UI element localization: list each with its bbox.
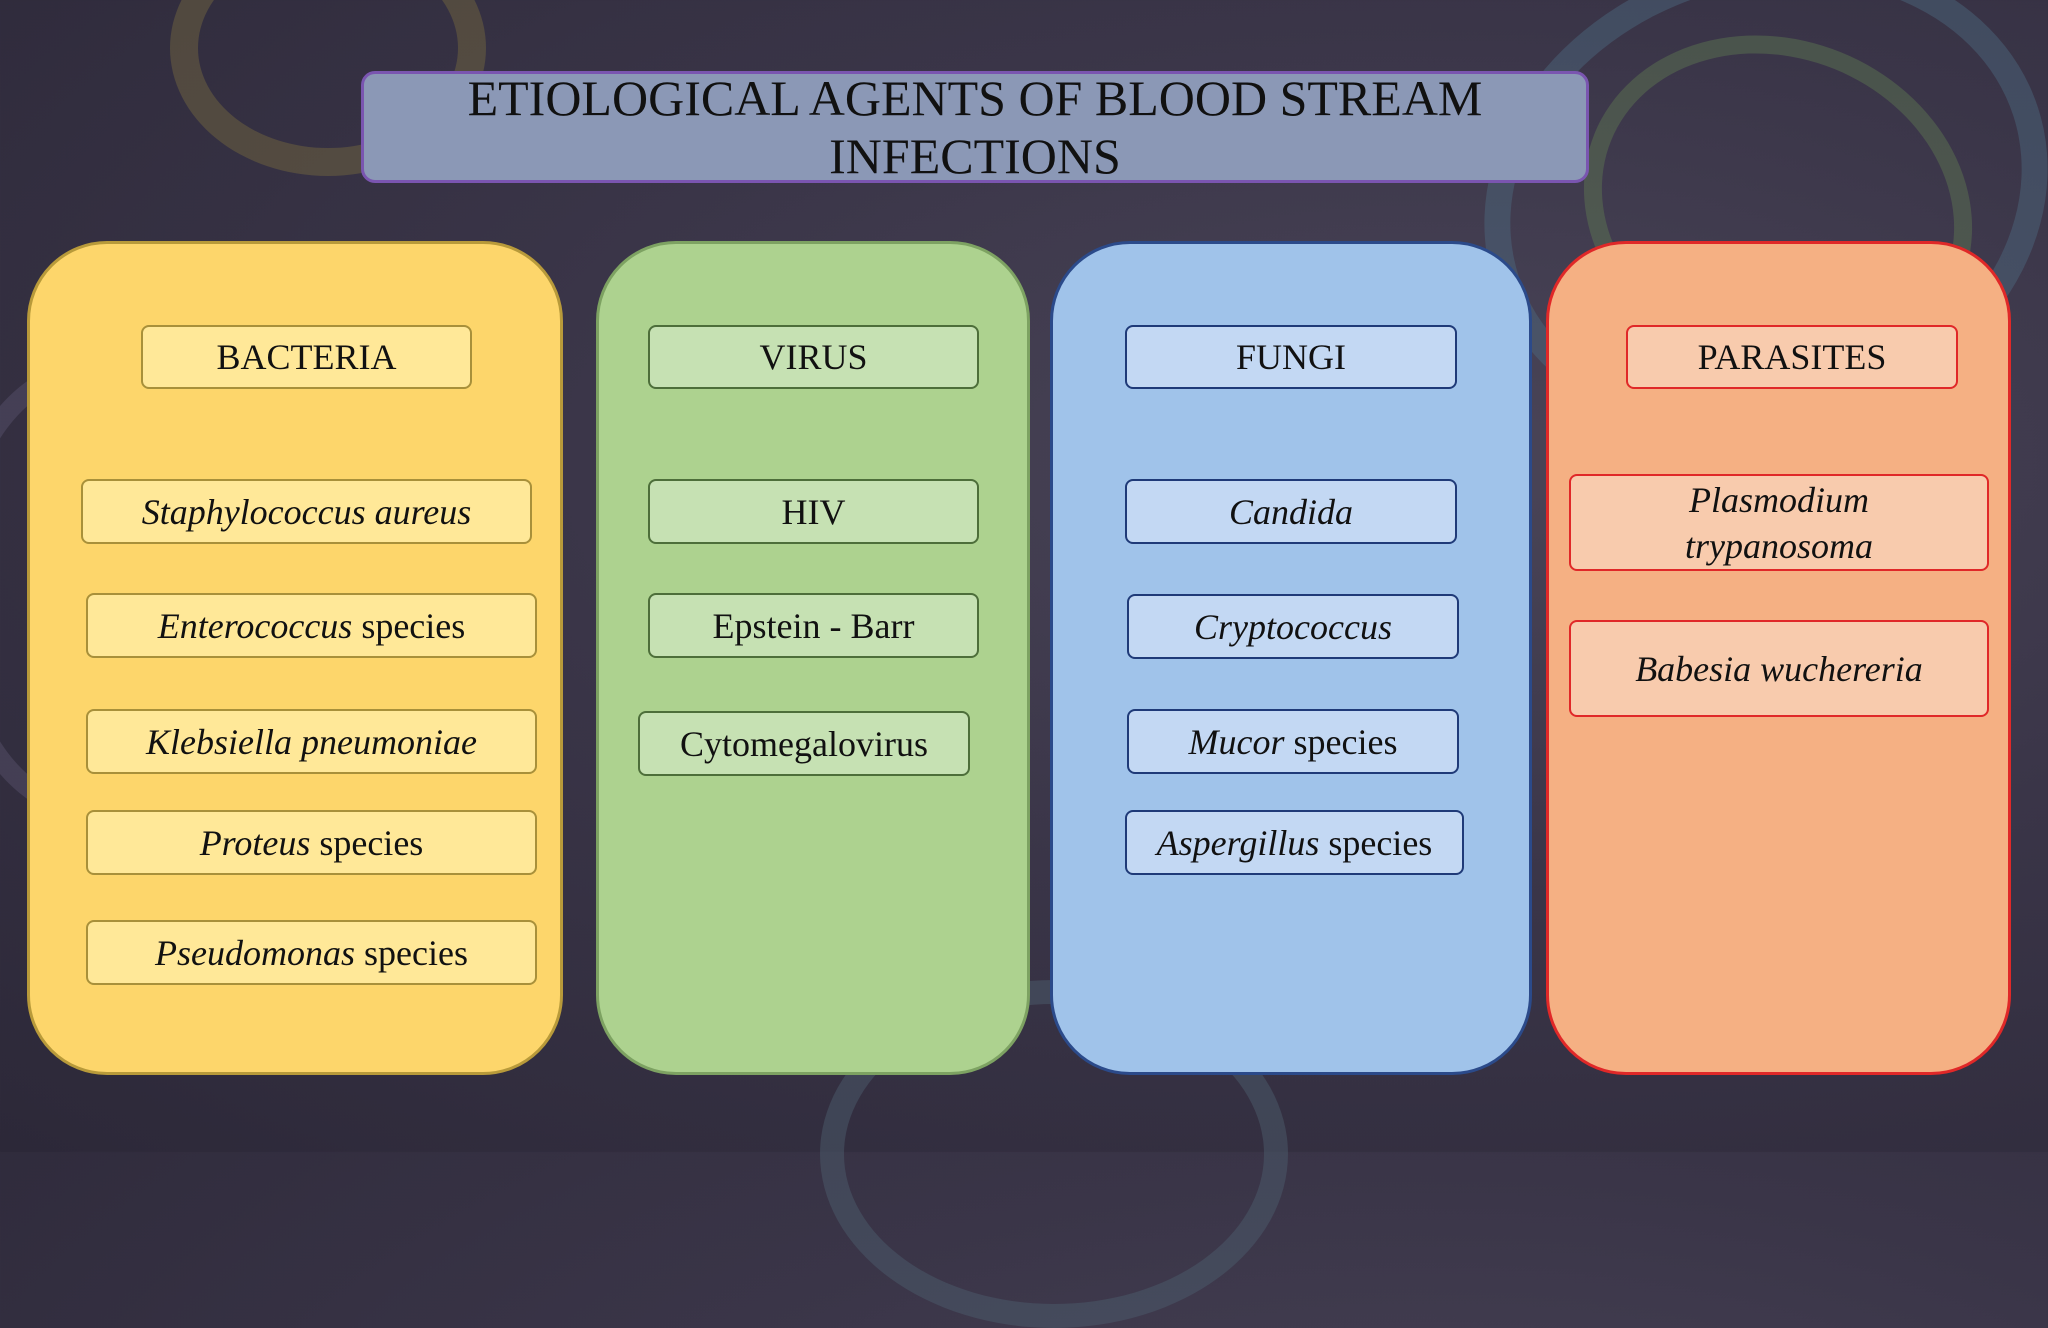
parasites-item: Babesia wuchereria xyxy=(1569,620,1989,717)
bacteria-item: Enterococcus species xyxy=(86,593,537,658)
virus-item: Epstein - Barr xyxy=(648,593,979,658)
fungi-item: Aspergillus species xyxy=(1125,810,1464,875)
bacteria-item: Proteus species xyxy=(86,810,537,875)
virus-item: HIV xyxy=(648,479,979,544)
heading-fungi: FUNGI xyxy=(1125,325,1457,389)
fungi-item: Candida xyxy=(1125,479,1457,544)
bacteria-item: Klebsiella pneumoniae xyxy=(86,709,537,774)
heading-bacteria: BACTERIA xyxy=(141,325,472,389)
parasites-item: Plasmodium trypanosoma xyxy=(1569,474,1989,571)
heading-virus: VIRUS xyxy=(648,325,979,389)
title-box: ETIOLOGICAL AGENTS OF BLOOD STREAM INFEC… xyxy=(361,70,1589,184)
page-title: ETIOLOGICAL AGENTS OF BLOOD STREAM INFEC… xyxy=(467,70,1483,184)
bacteria-item: Staphylococcus aureus xyxy=(81,479,532,544)
virus-item: Cytomegalovirus xyxy=(638,711,970,776)
bacteria-item: Pseudomonas species xyxy=(86,920,537,985)
fungi-item: Cryptococcus xyxy=(1127,594,1459,659)
heading-parasites: PARASITES xyxy=(1626,325,1958,389)
fungi-item: Mucor species xyxy=(1127,709,1459,774)
